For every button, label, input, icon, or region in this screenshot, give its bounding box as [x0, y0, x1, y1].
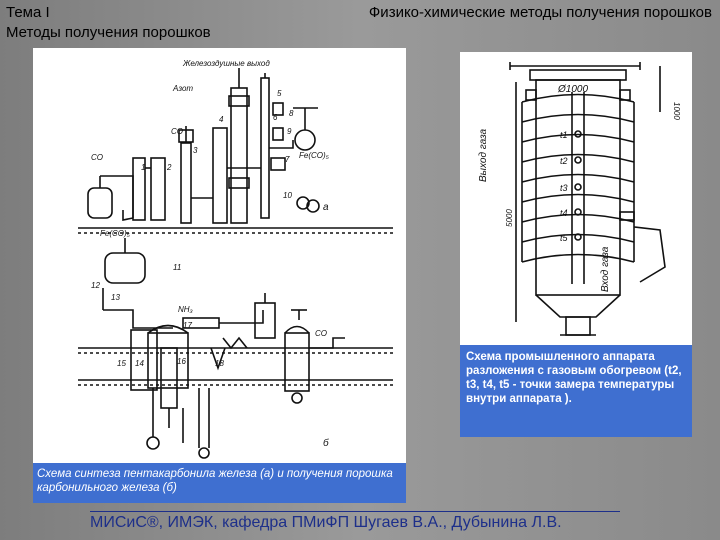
label-n15: 15	[117, 359, 126, 368]
label-n1: 1	[141, 163, 145, 172]
label-n6: 6	[273, 113, 278, 122]
label-co-1: CO	[171, 127, 183, 136]
footer-credits: МИСиС®, ИМЭК, кафедра ПМиФП Шугаев В.А.,…	[90, 514, 562, 531]
label-n11: 11	[173, 263, 181, 272]
label-n16: 16	[177, 357, 186, 366]
label-n2: 2	[166, 163, 172, 172]
label-co-2: CO	[91, 153, 103, 162]
label-n5: 5	[277, 89, 282, 98]
synthesis-scheme-caption: Схема синтеза пентакарбонила железа (а) …	[33, 463, 406, 503]
label-n4: 4	[219, 115, 224, 124]
footer-divider	[90, 511, 620, 512]
label-nitrogen: Азот	[172, 84, 193, 93]
label-co-3: CO	[315, 329, 327, 338]
synthesis-scheme-figure: Железоздушные выход Азот CO CO Fe(CO)₅ F…	[33, 48, 406, 503]
apparatus-caption: Схема промышленного аппарата разложения …	[460, 345, 692, 437]
label-t3: t3	[560, 183, 568, 193]
label-n10: 10	[283, 191, 292, 200]
label-n12: 12	[91, 281, 100, 290]
label-nh3: NH₃	[178, 305, 193, 314]
label-n3: 3	[193, 146, 198, 155]
slide-subtitle: Методы получения порошков	[6, 24, 211, 41]
label-n14: 14	[135, 359, 144, 368]
label-n7: 7	[285, 155, 290, 164]
label-feco5-2: Fe(CO)₅	[100, 229, 131, 238]
synthesis-scheme-drawing: Железоздушные выход Азот CO CO Fe(CO)₅ F…	[78, 59, 393, 488]
slide-title: Физико-химические методы получения порош…	[368, 4, 712, 21]
label-gas-inlet: Вход газа	[600, 246, 611, 292]
label-1000: 1000	[672, 102, 681, 120]
label-t4: t4	[560, 208, 568, 218]
label-n17: 17	[183, 321, 192, 330]
topic-label: Тема I	[6, 4, 50, 21]
label-n13: 13	[111, 293, 120, 302]
label-n18: 18	[215, 359, 224, 368]
label-feco5-1: Fe(CO)₅	[299, 151, 330, 160]
label-t5: t5	[560, 233, 569, 243]
label-b: б	[323, 437, 329, 449]
decomposition-apparatus-drawing: Ø1000 1000 5000 Выход газа Вход газа t1 …	[478, 62, 681, 336]
label-t1: t1	[560, 130, 568, 140]
label-a: a	[323, 202, 329, 213]
label-5000: 5000	[505, 209, 514, 227]
label-gas-outlet: Выход газа	[478, 129, 489, 182]
label-n8: 8	[289, 109, 294, 118]
label-diameter: Ø1000	[557, 84, 588, 95]
label-n9: 9	[287, 127, 292, 136]
label-outlet: Железоздушные выход	[182, 59, 270, 68]
label-t2: t2	[560, 156, 568, 166]
